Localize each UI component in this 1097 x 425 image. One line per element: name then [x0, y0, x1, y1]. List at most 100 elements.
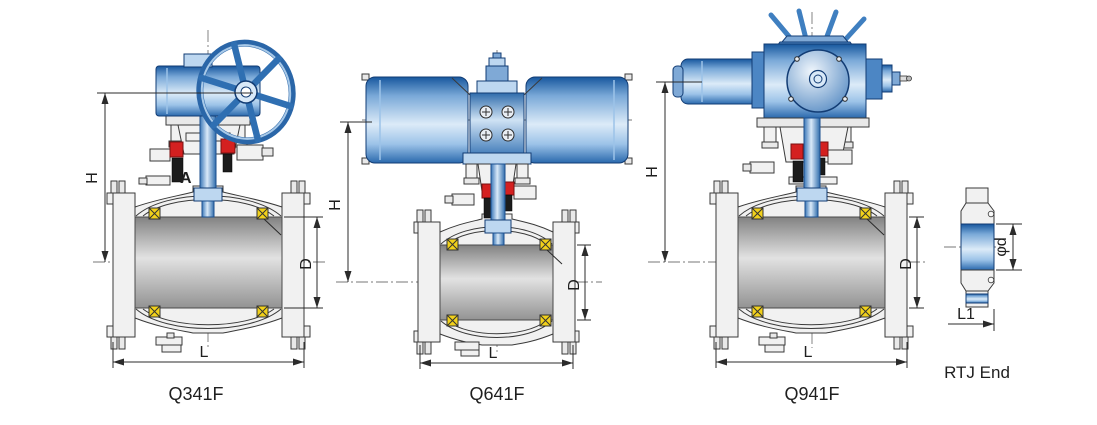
yoke-bolt-nut — [463, 177, 480, 185]
dimension-l: L — [112, 342, 305, 368]
dimension-h: H — [644, 81, 702, 262]
handwheel-rim-edge — [780, 35, 850, 43]
upper-trunnion-fitting — [138, 175, 171, 186]
valve-q641f: H D L Q641F — [327, 50, 633, 404]
transition-edge — [451, 77, 471, 96]
stem-lower — [201, 200, 215, 218]
top-mount-plate — [476, 80, 518, 94]
cover-bolt — [836, 56, 842, 62]
valve-q941f: H D L Q941F — [644, 8, 928, 404]
flange-bore-band — [960, 223, 995, 271]
rtj-end-caption: RTJ End — [944, 363, 1010, 382]
model-label-q641f: Q641F — [469, 384, 524, 404]
phi-d-label: φd — [993, 237, 1010, 256]
yoke-bolt-nut — [514, 177, 531, 185]
indicator-hub-bore — [813, 74, 823, 84]
conduit-pin-tip — [906, 75, 912, 82]
l-label: L — [200, 344, 209, 361]
air-port-nipple — [492, 52, 502, 59]
seat-leader-line — [546, 249, 563, 265]
side-arm — [513, 185, 537, 200]
h-label: H — [644, 166, 661, 178]
valve-body — [413, 209, 580, 357]
flange-stud — [561, 209, 569, 223]
yoke-bolt — [763, 126, 777, 145]
side-arm — [236, 144, 264, 161]
d-label: D — [566, 279, 583, 291]
dimension-l1: L1 — [948, 306, 995, 331]
model-label-q341f: Q341F — [168, 384, 223, 404]
gland-follower — [169, 141, 184, 158]
bolt-hole-notch — [987, 210, 995, 218]
dimension-d: D — [566, 244, 591, 321]
motor-coupling — [751, 51, 765, 109]
side-arm — [827, 149, 853, 165]
dimension-h: H — [327, 121, 372, 282]
drain-fitting — [454, 341, 480, 357]
ring-joint-groove — [965, 293, 989, 304]
stem-collar — [796, 187, 828, 202]
ball-cavity-arc — [440, 320, 553, 338]
injection-fitting — [444, 193, 475, 206]
transition-edge — [523, 77, 543, 96]
pipe-bore — [439, 244, 554, 321]
stem-callout-a: A — [180, 170, 192, 187]
terminal-step — [891, 71, 901, 86]
dimension-h: H — [84, 92, 253, 262]
d-label: D — [898, 258, 915, 270]
gland-follower — [790, 143, 804, 160]
d-label: D — [298, 258, 315, 270]
cylinder-tie-rod-nut — [624, 73, 633, 81]
stem-packing — [792, 160, 804, 183]
side-arm-cap — [261, 147, 274, 157]
cover-bolt — [794, 56, 800, 62]
air-port-cap — [488, 57, 506, 67]
indicator-hub — [808, 69, 828, 89]
seat-ring-markers — [446, 238, 552, 327]
valve-stem — [490, 163, 506, 221]
h-label: H — [84, 172, 101, 184]
dimension-phi-d: φd — [993, 223, 1022, 271]
dimension-l: L — [419, 345, 574, 369]
cylinder-tie-rod-nut — [361, 73, 370, 81]
dimension-d: D — [898, 216, 924, 309]
dimension-d: D — [284, 216, 323, 309]
conduit-pin — [899, 75, 908, 82]
stem-packing — [171, 157, 184, 183]
dimension-l: L — [715, 342, 908, 368]
electric-actuator — [672, 8, 912, 218]
pneumatic-actuator — [361, 52, 633, 246]
terminal-block — [865, 58, 883, 100]
flange-stud — [561, 341, 569, 355]
side-arm — [149, 148, 171, 162]
valve-stem — [803, 117, 821, 189]
injection-fitting — [742, 161, 775, 174]
l-label: L — [489, 345, 498, 362]
flange-stud — [416, 209, 424, 223]
stem-collar — [484, 219, 512, 234]
stem-lower — [492, 232, 505, 246]
l-label: L — [804, 344, 813, 361]
left-cylinder — [365, 76, 469, 164]
l1-label: L1 — [957, 306, 975, 323]
air-port-block — [485, 65, 509, 82]
flange-stud — [424, 209, 432, 223]
stem-lower — [804, 200, 819, 218]
cover-bolt — [788, 96, 794, 102]
block-screws — [479, 105, 515, 142]
flange-stud — [569, 209, 577, 223]
bottom-plate — [462, 152, 532, 165]
terminal-step — [881, 64, 893, 93]
bolt-hole-notch — [987, 276, 995, 284]
left-flange — [417, 221, 441, 343]
handwheel-icon — [196, 39, 296, 145]
yoke-bolt-nut — [761, 141, 779, 149]
right-cylinder — [525, 76, 629, 164]
flange-top-stub — [965, 187, 989, 204]
flange-stud — [424, 341, 432, 355]
stem-collar — [193, 187, 223, 202]
model-label-q941f: Q941F — [784, 384, 839, 404]
center-block — [469, 92, 525, 154]
